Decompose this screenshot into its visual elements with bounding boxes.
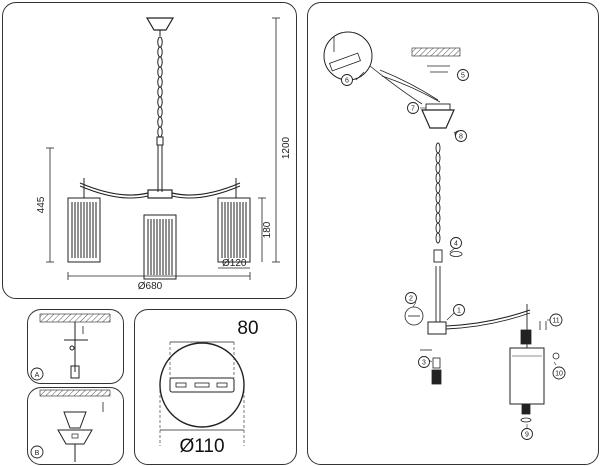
- svg-text:7: 7: [411, 106, 415, 113]
- svg-text:5: 5: [461, 73, 465, 80]
- svg-text:2: 2: [409, 296, 413, 303]
- callout-7: 7: [407, 102, 419, 114]
- canopy-plate-panel: [134, 309, 297, 465]
- shade-diameter-label: Ø120: [222, 258, 247, 269]
- total-height-label: 1200: [281, 136, 292, 159]
- svg-text:8: 8: [459, 134, 463, 141]
- callout-9: 9: [521, 428, 533, 440]
- body-height-label: 445: [36, 196, 47, 213]
- callout-8: 8: [455, 130, 467, 142]
- svg-text:9: 9: [525, 432, 529, 439]
- callout-6: 6: [341, 74, 353, 86]
- shade-height-label: 180: [262, 221, 273, 238]
- canopy-diameter-label: Ø110: [179, 436, 224, 457]
- callout-10: 10: [552, 366, 566, 380]
- total-width-label: Ø680: [138, 281, 163, 292]
- center-shade: [143, 214, 177, 280]
- right-shade: [217, 197, 251, 263]
- callout-4: 4: [450, 237, 462, 249]
- svg-text:4: 4: [454, 241, 458, 248]
- callout-2: 2: [405, 292, 417, 304]
- callout-5: 5: [457, 69, 469, 81]
- box-width-label: 80: [237, 318, 258, 339]
- svg-text:1: 1: [457, 308, 461, 315]
- svg-text:6: 6: [345, 78, 349, 85]
- step-b-label: B: [35, 450, 40, 457]
- callout-11: 11: [549, 313, 563, 327]
- svg-text:3: 3: [422, 360, 426, 367]
- dimension-drawing-panel: [2, 2, 297, 299]
- left-shade: [67, 197, 101, 263]
- callout-3: 3: [418, 356, 430, 368]
- chain: [157, 36, 163, 138]
- svg-text:10: 10: [555, 371, 563, 378]
- svg-text:11: 11: [552, 318, 559, 325]
- step-a-label: A: [35, 372, 40, 379]
- canopy-shape: [145, 17, 175, 31]
- callout-1: 1: [453, 304, 465, 316]
